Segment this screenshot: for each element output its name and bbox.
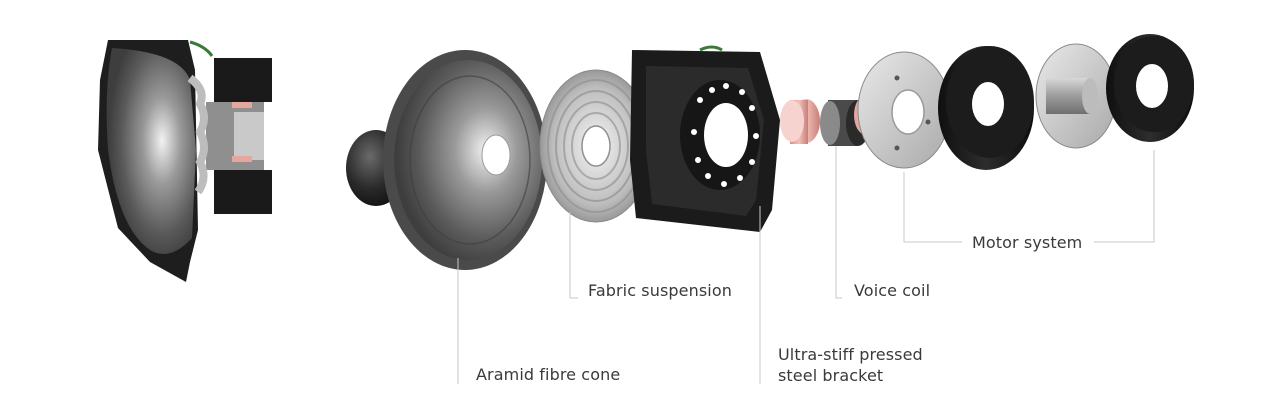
leader-line-motor-system	[903, 150, 1155, 243]
bracket-center-hole	[704, 103, 748, 167]
fabric-suspension-part	[539, 69, 653, 223]
magnet-ring-part	[938, 46, 1034, 170]
top-plate-part	[857, 51, 951, 169]
label-aramid-fibre-cone: Aramid fibre cone	[476, 365, 621, 384]
aramid-cone-part	[383, 50, 547, 270]
label-voice-coil: Voice coil	[854, 281, 931, 300]
cutaway-magnet-bottom	[214, 170, 272, 214]
label-motor-system: Motor system	[972, 233, 1083, 252]
cone-center-hole	[481, 134, 511, 176]
cutaway-spider	[187, 74, 208, 195]
assembled-speaker-cutaway	[98, 40, 272, 282]
steel-bracket-part	[630, 45, 780, 232]
label-steel-bracket-line2: steel bracket	[778, 366, 884, 385]
cutaway-lead-wire	[189, 40, 214, 57]
cutaway-magnet-top	[214, 58, 272, 102]
cutaway-coil-top	[232, 102, 252, 108]
leader-line-voice-coil	[835, 146, 842, 299]
label-fabric-suspension: Fabric suspension	[588, 281, 732, 300]
pole-piece-part	[1035, 43, 1117, 149]
label-steel-bracket: Ultra-stiff pressed steel bracket	[778, 344, 923, 386]
leader-lines	[457, 146, 1155, 384]
cutaway-plate	[234, 112, 264, 160]
cutaway-coil-bottom	[232, 156, 252, 162]
bracket-lead-wire	[699, 45, 723, 52]
leader-line-suspension	[569, 212, 578, 299]
label-steel-bracket-line1: Ultra-stiff pressed	[778, 345, 923, 364]
cutaway-cone	[106, 48, 196, 254]
rear-magnet-ring-part	[1106, 34, 1194, 142]
